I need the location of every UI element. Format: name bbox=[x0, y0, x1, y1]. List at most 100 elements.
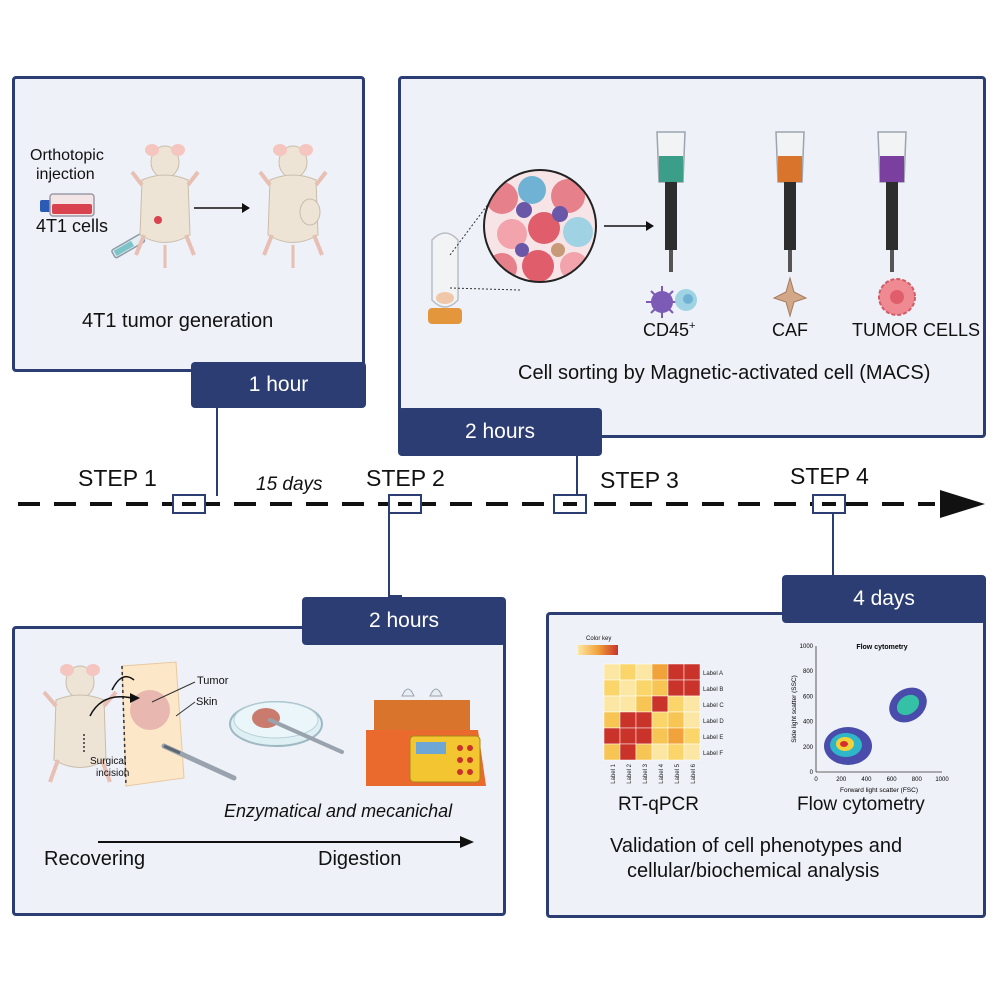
heatmap-cell bbox=[667, 711, 685, 729]
heatmap-cell bbox=[651, 743, 669, 761]
caption-tumor-generation: 4T1 tumor generation bbox=[82, 310, 274, 332]
label-incision: incision bbox=[96, 768, 130, 779]
arrow-icon bbox=[194, 203, 250, 213]
heatmap-cell bbox=[603, 711, 621, 729]
step-4-label: STEP 4 bbox=[790, 463, 869, 489]
timeline-axis bbox=[18, 490, 985, 518]
heatmap-cell bbox=[635, 711, 653, 729]
mouse-with-tumor-icon bbox=[130, 144, 200, 268]
heatmap-col-label: Label 4 bbox=[659, 763, 665, 783]
flow-x-tick: 800 bbox=[912, 777, 923, 783]
heatmap-col-label: Label 5 bbox=[675, 763, 681, 783]
tab-duration-2-hours-digestion: 2 hours bbox=[302, 597, 506, 645]
heatmap-row-label: Label D bbox=[703, 719, 724, 725]
flow-x-label: Forward light scatter (FSC) bbox=[840, 787, 918, 794]
heatmap-color-key bbox=[578, 645, 618, 655]
connector-step4 bbox=[832, 514, 834, 576]
heatmap-cell bbox=[635, 663, 653, 681]
heatmap-row-label: Label B bbox=[703, 687, 723, 693]
flow-y-tick: 200 bbox=[803, 745, 814, 751]
step-3-label: STEP 3 bbox=[600, 467, 679, 493]
syringe-icon bbox=[111, 228, 158, 259]
arrow-icon bbox=[604, 221, 654, 231]
heatmap-cell bbox=[667, 663, 685, 681]
heatmap-cell bbox=[651, 711, 669, 729]
immune-cells-icon bbox=[646, 286, 697, 318]
heatmap-col-label: Label 1 bbox=[611, 763, 617, 783]
tumor-cell-icon bbox=[878, 278, 916, 316]
timeline-marker-step3 bbox=[553, 494, 587, 514]
timeline-marker-step2 bbox=[388, 494, 422, 514]
cell-flask-icon bbox=[40, 193, 95, 217]
heatmap-cell bbox=[651, 695, 669, 713]
mouse-surgery-icon bbox=[42, 664, 118, 783]
connector-step3 bbox=[576, 456, 578, 494]
heatmap-cell bbox=[619, 711, 637, 729]
heatmap-cell bbox=[603, 663, 621, 681]
macs-column-cd45-icon bbox=[656, 131, 686, 272]
label-digestion: Digestion bbox=[318, 848, 402, 870]
flow-caption: Flow cytometry bbox=[797, 794, 925, 815]
flow-y-tick: 0 bbox=[810, 770, 814, 776]
panel-validation bbox=[546, 612, 986, 918]
flow-y-label: Side light scatter (SSC) bbox=[791, 675, 798, 743]
flow-y-tick: 1000 bbox=[800, 644, 814, 650]
heatmap-cell bbox=[683, 695, 701, 713]
label-4t1-cells: 4T1 cells bbox=[36, 216, 109, 236]
label-cd45-sup: + bbox=[689, 320, 696, 332]
macs-column-caf-icon bbox=[775, 131, 805, 272]
scalpel-icon bbox=[161, 743, 237, 781]
mouse-tumor-grown-icon bbox=[258, 144, 328, 268]
step-1-label: STEP 1 bbox=[78, 465, 157, 491]
label-recovering: Recovering bbox=[44, 848, 146, 870]
flow-y-tick: 400 bbox=[803, 720, 814, 726]
heatmap-col-label: Label 3 bbox=[643, 763, 649, 783]
heatmap-cell bbox=[603, 743, 621, 761]
label-skin: Skin bbox=[196, 696, 218, 708]
skin-flap-icon bbox=[111, 661, 185, 787]
connector-step2-h bbox=[388, 595, 402, 597]
heatmap-cell bbox=[667, 727, 685, 745]
heatmap-cell bbox=[683, 727, 701, 745]
heatmap-cell bbox=[619, 663, 637, 681]
timeline-arrowhead-icon bbox=[940, 490, 985, 518]
heatmap-col-label: Label 6 bbox=[691, 763, 697, 783]
label-tumor: Tumor bbox=[197, 675, 229, 687]
flow-population-core bbox=[840, 741, 848, 747]
label-surgical: Surgical bbox=[90, 756, 127, 767]
heatmap-row-label: Label A bbox=[703, 671, 723, 677]
heatmap-caption: RT-qPCR bbox=[618, 794, 699, 815]
heatmap-cell bbox=[683, 663, 701, 681]
heatmap-cell bbox=[683, 679, 701, 697]
heatmap-chart: Label A Label B Label C Label D Label E Label… bbox=[603, 663, 724, 784]
heatmap-cell bbox=[619, 679, 637, 697]
heatmap-row-label: Label C bbox=[703, 703, 724, 709]
heatmap-cell bbox=[635, 679, 653, 697]
interval-label: 15 days bbox=[256, 474, 323, 495]
heatmap-cell bbox=[683, 711, 701, 729]
heatmap-cell bbox=[635, 695, 653, 713]
heatmap-cell bbox=[635, 727, 653, 745]
heatmap-col-label: Label 2 bbox=[627, 763, 633, 783]
heatmap-cell bbox=[683, 743, 701, 761]
caption-validation-line1: Validation of cell phenotypes and bbox=[610, 835, 903, 857]
fibroblast-icon bbox=[772, 276, 808, 318]
heatmap-row-label: Label F bbox=[703, 751, 723, 757]
flow-x-tick: 400 bbox=[861, 777, 872, 783]
caption-cell-sorting: Cell sorting by Magnetic-activated cell … bbox=[518, 362, 931, 384]
connector-step2 bbox=[388, 514, 390, 596]
flow-title: Flow cytometry bbox=[856, 644, 907, 651]
heatmap-cell bbox=[667, 679, 685, 697]
heatmap-cell bbox=[603, 695, 621, 713]
flow-y-tick: 600 bbox=[803, 694, 814, 700]
shaker-incubator-icon bbox=[366, 688, 486, 786]
label-injection: injection bbox=[36, 166, 95, 183]
label-cd45-text: CD45 bbox=[643, 320, 690, 340]
petri-dish-icon bbox=[229, 701, 344, 754]
tab-duration-1-hour: 1 hour bbox=[191, 362, 366, 408]
heatmap-cell bbox=[603, 679, 621, 697]
heatmap-row-label: Label E bbox=[703, 735, 723, 741]
flow-x-tick: 200 bbox=[836, 777, 847, 783]
heatmap-color-key-label: Color key bbox=[586, 636, 612, 642]
